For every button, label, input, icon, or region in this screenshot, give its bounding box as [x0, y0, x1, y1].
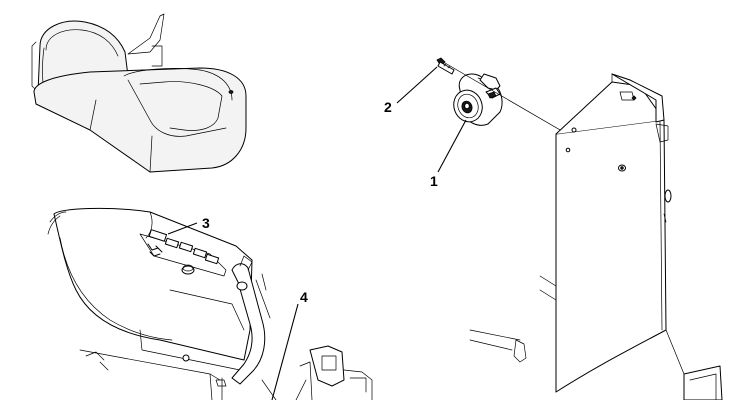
leader-line-3 — [167, 222, 198, 235]
control-console-illustration — [47, 207, 373, 400]
part-1-fan-motor — [453, 73, 503, 126]
seat-illustration — [31, 13, 247, 173]
callout-4: 4 — [300, 289, 308, 305]
callout-2: 2 — [384, 99, 392, 115]
leader-line-2 — [396, 66, 438, 104]
leader-line-1 — [437, 119, 467, 173]
side-panel-illustration — [469, 73, 723, 400]
part-2-screw — [436, 57, 455, 75]
callout-1: 1 — [430, 173, 438, 189]
leader-line-4 — [271, 303, 299, 400]
callout-3: 3 — [202, 215, 210, 231]
